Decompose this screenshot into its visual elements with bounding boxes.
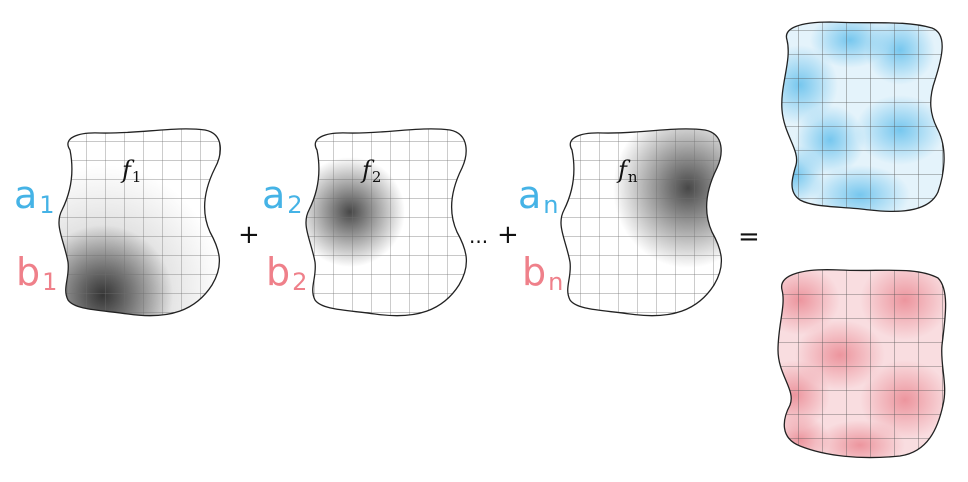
result-field-a [781,21,945,213]
coefficient-bn: bn [522,250,563,296]
ellipsis: ... [469,224,488,248]
coefficient-a2: a2 [262,173,303,219]
coefficient-b1: b1 [16,250,57,296]
plus-operator: + [497,220,519,250]
basis-function-2: f2 [305,128,468,317]
equals-operator: = [738,222,760,252]
coefficient-an: an [518,173,559,219]
result-field-b [777,268,947,459]
basis-function-n: fn [560,128,723,317]
mesh-grid [305,128,467,316]
mesh-grid [778,269,946,458]
mesh-grid [58,128,221,316]
mesh-grid [560,128,722,316]
basis-function-1: f1 [58,128,221,317]
plus-operator: + [238,220,260,250]
mesh-grid [781,22,945,212]
coefficient-a1: a1 [14,173,55,219]
coefficient-b2: b2 [266,250,307,296]
